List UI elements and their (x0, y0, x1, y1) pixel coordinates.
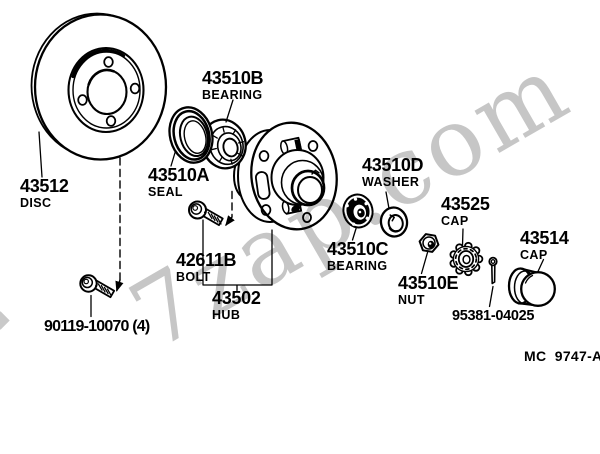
leader-nut-lock-cap (461, 228, 464, 247)
hub-bolt-drawing (188, 200, 224, 227)
leader-seal (170, 150, 177, 167)
leader-disc (38, 131, 43, 178)
hub-drawing (233, 121, 338, 231)
cotter-pin-drawing (488, 256, 498, 285)
outer-bearing-drawing (201, 118, 247, 170)
leader-lines (38, 99, 545, 318)
leader-lock-nut (420, 251, 429, 275)
lock-nut-drawing (418, 233, 440, 253)
leader-thrust-washer (385, 191, 390, 210)
leader-outer-bearing (225, 99, 234, 123)
inner-bearing-drawing (342, 193, 374, 229)
grease-cap-drawing (507, 267, 556, 307)
leader-cotter-pin (488, 285, 494, 308)
disc-bolt-drawing (79, 274, 116, 299)
seal-drawing (168, 106, 214, 164)
alignment-dashed-lines (115, 157, 235, 292)
leader-grease-cap (536, 258, 545, 274)
hub-label-bracket (202, 219, 273, 292)
nut-lock-cap-drawing (449, 241, 484, 277)
thrust-washer-drawing (379, 206, 409, 238)
disc-drawing (30, 12, 168, 161)
leader-inner-bearing (351, 226, 358, 241)
